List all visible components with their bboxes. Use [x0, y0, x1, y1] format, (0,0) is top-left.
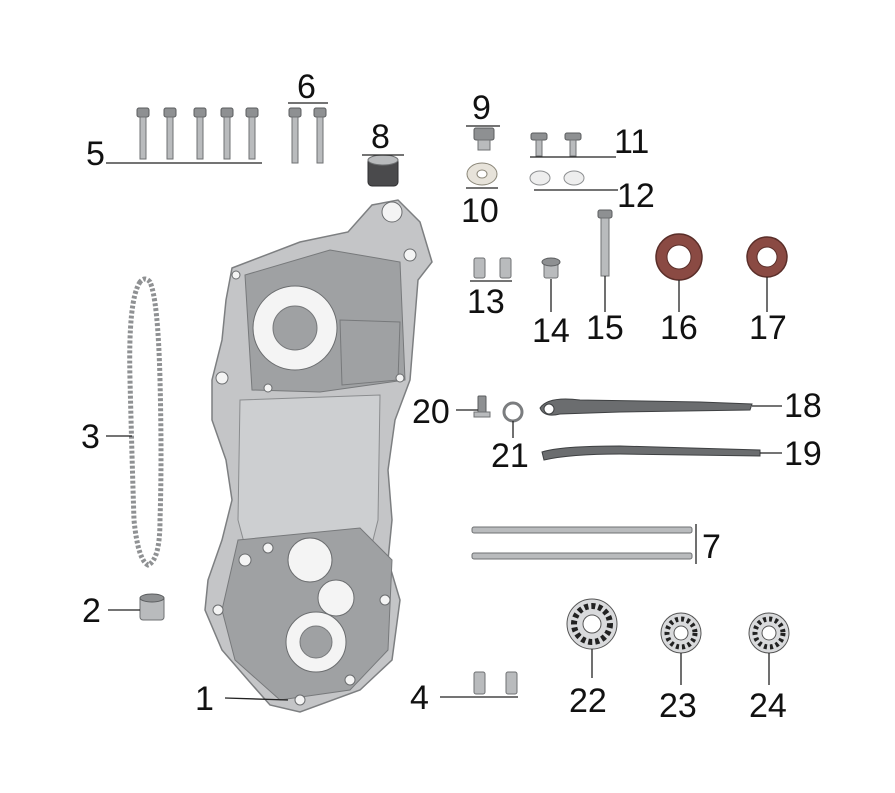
small-bolts	[530, 132, 582, 157]
callout-8: 8	[371, 118, 390, 156]
callout-21: 21	[491, 437, 529, 475]
tensioner-bolt	[473, 395, 491, 418]
callout-numbers: 1 2 3 4 5 6 7 8 9 10 11 12 13 14 15 16 1…	[81, 68, 822, 725]
callout-11: 11	[614, 123, 649, 161]
callout-14: 14	[532, 312, 570, 350]
drive-chain	[127, 276, 164, 568]
oil-seal-16	[655, 233, 703, 281]
bearing-22	[566, 598, 618, 650]
leader-lines	[106, 102, 782, 701]
callout-2: 2	[82, 592, 101, 630]
bearing-24	[748, 612, 790, 654]
oil-drain-bolt	[473, 127, 495, 151]
callout-4: 4	[410, 679, 429, 717]
chain-guide	[541, 445, 761, 461]
o-ring	[502, 401, 524, 423]
callout-17: 17	[749, 309, 787, 347]
dowel-pins	[473, 671, 518, 695]
callout-9: 9	[472, 89, 491, 127]
crankcase-left	[204, 199, 433, 713]
callout-15: 15	[586, 309, 624, 347]
callout-1: 1	[195, 680, 214, 718]
callout-16: 16	[660, 309, 698, 347]
callout-5: 5	[86, 135, 105, 173]
guide-pin	[541, 257, 561, 279]
chain-tensioner-arm	[539, 398, 753, 416]
long-bolt	[597, 209, 613, 277]
callout-7: 7	[702, 528, 721, 566]
callout-19: 19	[784, 435, 822, 473]
callout-23: 23	[659, 687, 697, 725]
rubber-mount	[367, 154, 399, 187]
bushing	[139, 593, 165, 621]
callout-13: 13	[467, 283, 505, 321]
long-studs	[471, 526, 693, 560]
flange-bolts-6	[288, 107, 327, 164]
callout-18: 18	[784, 387, 822, 425]
callout-12: 12	[617, 177, 655, 215]
callout-20: 20	[412, 393, 450, 431]
oil-seal-17	[746, 236, 788, 278]
callout-22: 22	[569, 682, 607, 720]
flange-bolts-5	[136, 107, 259, 160]
bearing-23	[660, 612, 702, 654]
callout-3: 3	[81, 418, 100, 456]
drain-washer	[466, 162, 498, 186]
callout-10: 10	[461, 192, 499, 230]
callout-6: 6	[297, 68, 316, 106]
pins-13	[473, 257, 512, 279]
callout-24: 24	[749, 687, 787, 725]
small-washers	[529, 170, 585, 186]
